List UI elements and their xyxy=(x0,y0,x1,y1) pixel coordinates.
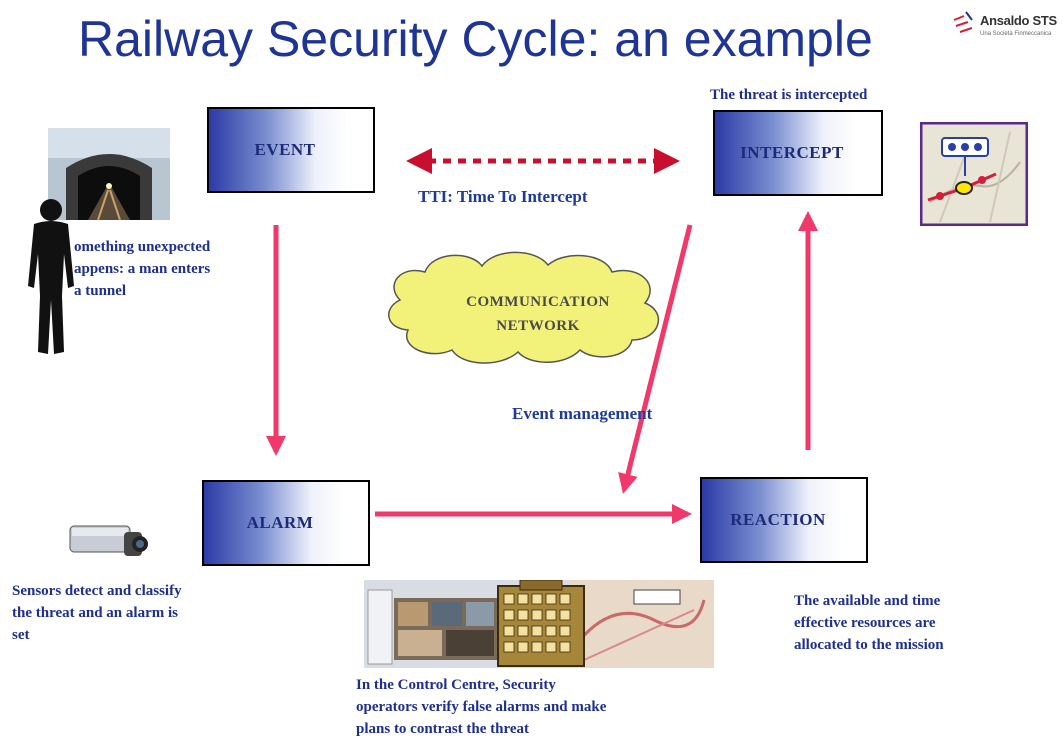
person-silhouette-icon xyxy=(28,199,74,354)
control-centre-description: In the Control Centre, Security operator… xyxy=(356,677,607,737)
alarm-description: Sensors detect and classify the threat a… xyxy=(12,583,182,643)
reaction-box-label: REACTION xyxy=(730,510,826,529)
communication-cloud xyxy=(388,251,660,364)
map-thumbnail-icon xyxy=(920,122,1028,226)
intercept-box-label: INTERCEPT xyxy=(740,143,844,162)
event-description: omething unexpected appens: a man enters… xyxy=(74,239,211,299)
event-management-label: Event management xyxy=(512,404,653,423)
threat-intercepted-label: The threat is intercepted xyxy=(710,87,868,103)
slide-title: Railway Security Cycle: an example xyxy=(78,11,873,67)
reaction-box: REACTION xyxy=(700,477,868,563)
reaction-description: The available and time effective resourc… xyxy=(794,593,944,653)
tti-label: TTI: Time To Intercept xyxy=(418,187,588,206)
logo-name: Ansaldo STS xyxy=(980,13,1057,28)
ansaldo-logo-mark-icon xyxy=(953,11,973,33)
intercept-box: INTERCEPT xyxy=(713,110,883,196)
logo-tagline: Una Società Finmeccanica xyxy=(980,31,1052,37)
alarm-box-label: ALARM xyxy=(246,513,314,532)
ansaldo-logo: Ansaldo STS Una Società Finmeccanica xyxy=(950,10,1060,44)
event-box-label: EVENT xyxy=(254,140,316,159)
tunnel-photo-icon xyxy=(48,128,170,220)
tti-arrow xyxy=(406,148,680,174)
communication-network-label: COMMUNICATION NETWORK xyxy=(466,294,610,334)
alarm-box: ALARM xyxy=(202,480,370,566)
event-management-arrow xyxy=(618,224,693,494)
security-camera-icon xyxy=(69,525,148,556)
control-centre-image-icon xyxy=(364,580,714,668)
event-box: EVENT xyxy=(207,107,375,193)
